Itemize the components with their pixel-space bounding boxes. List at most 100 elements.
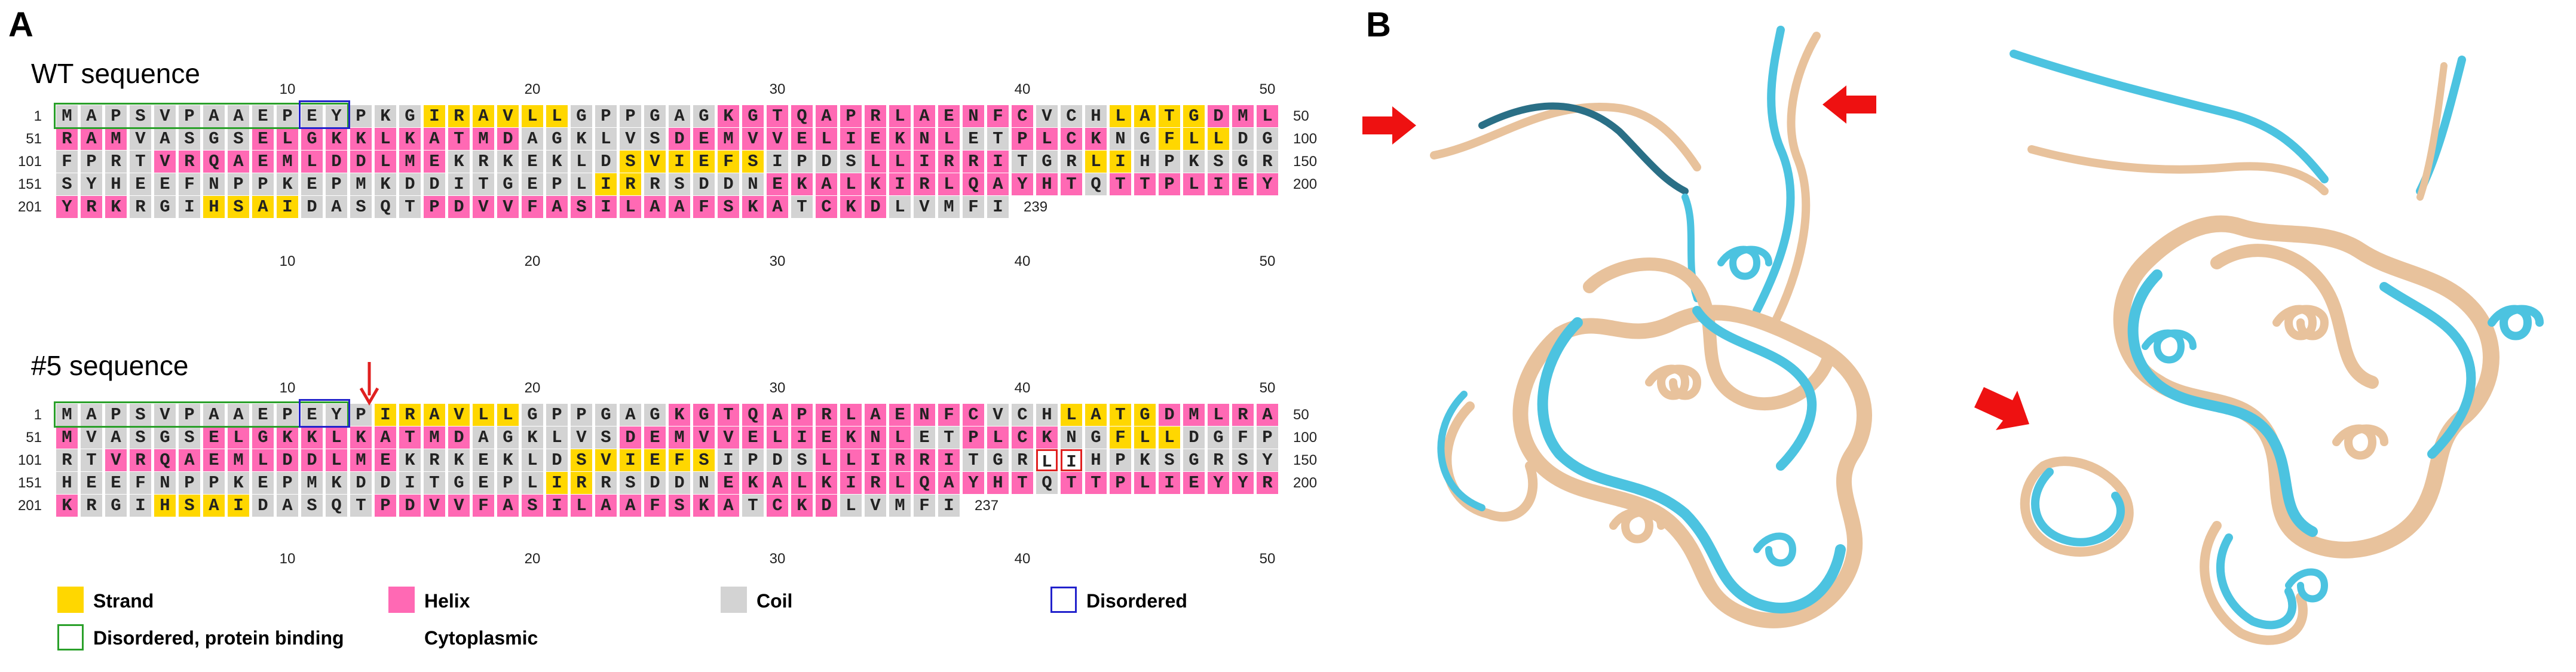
residue: V <box>693 426 715 449</box>
residue: L <box>546 105 568 127</box>
residue: K <box>277 173 298 195</box>
residue: S <box>350 196 372 218</box>
residue: I <box>938 495 960 517</box>
residue: T <box>1012 151 1033 173</box>
structure-overlay-left <box>1362 26 1876 628</box>
residue: A <box>473 426 494 449</box>
residue: P <box>179 105 200 127</box>
residue: P <box>228 173 249 195</box>
residue: R <box>1208 449 1229 471</box>
residue: E <box>889 404 911 426</box>
residue: E <box>473 449 494 471</box>
wt-disordered-pb-box <box>54 103 349 129</box>
residue: K <box>105 196 127 218</box>
residue: E <box>203 426 225 449</box>
mut-sequence-title: #5 sequence <box>31 350 189 381</box>
residue: R <box>938 151 960 173</box>
residue: E <box>252 105 274 127</box>
residue: S <box>669 495 690 517</box>
residue: S <box>228 196 249 218</box>
residue: P <box>1110 472 1131 494</box>
residue: I <box>865 449 886 471</box>
ruler-tick: 40 <box>1014 380 1031 396</box>
legend-disordered-swatch <box>1050 587 1077 613</box>
mutation-site-arrow <box>359 362 379 406</box>
residue: D <box>1159 404 1180 426</box>
residue: F <box>914 495 935 517</box>
residue: E <box>105 472 127 494</box>
residue: Q <box>326 495 347 517</box>
residue: M <box>56 426 78 449</box>
residue: T <box>1061 173 1082 195</box>
residue: R <box>179 151 200 173</box>
residue: V <box>105 449 127 471</box>
residue: D <box>399 495 421 517</box>
residue: N <box>693 472 715 494</box>
residue: C <box>1061 128 1082 150</box>
residue: I <box>448 173 470 195</box>
residue: K <box>326 472 347 494</box>
residue: L <box>277 128 298 150</box>
residue: H <box>1085 105 1107 127</box>
residue: N <box>203 173 225 195</box>
residue: G <box>693 105 715 127</box>
residue: K <box>448 449 470 471</box>
residue: G <box>522 404 543 426</box>
ruler-tick: 40 <box>1014 551 1031 567</box>
residue: F <box>473 495 494 517</box>
residue: S <box>718 196 739 218</box>
residue: L <box>1110 105 1131 127</box>
residue: D <box>326 151 347 173</box>
residue: I <box>179 196 200 218</box>
residue: G <box>252 426 274 449</box>
residue: G <box>301 128 323 150</box>
residue: M <box>1232 105 1254 127</box>
residue: Y <box>326 105 347 127</box>
residue: A <box>228 404 249 426</box>
residue: F <box>130 472 151 494</box>
residue: G <box>154 426 176 449</box>
residue: I <box>546 495 568 517</box>
residue: V <box>767 128 788 150</box>
residue: N <box>914 128 935 150</box>
legend-coil-label: Coil <box>756 590 793 612</box>
residue: L <box>301 151 323 173</box>
wt-row-start: 151 <box>17 176 42 192</box>
residue: S <box>669 173 690 195</box>
residue: V <box>742 128 764 150</box>
residue: E <box>473 472 494 494</box>
residue: T <box>1134 173 1156 195</box>
residue: P <box>277 105 298 127</box>
residue: H <box>1036 173 1058 195</box>
legend-disordered-pb-label: Disordered, protein binding <box>93 627 344 649</box>
residue: A <box>252 196 274 218</box>
residue: E <box>301 404 323 426</box>
residue: G <box>571 105 592 127</box>
residue: D <box>669 128 690 150</box>
residue: L <box>1134 426 1156 449</box>
residue: K <box>399 449 421 471</box>
residue: K <box>301 426 323 449</box>
residue: G <box>644 404 666 426</box>
residue: T <box>1061 472 1082 494</box>
residue: S <box>522 495 543 517</box>
residue: N <box>1061 426 1082 449</box>
ruler-tick: 10 <box>279 380 296 396</box>
residue: P <box>546 173 568 195</box>
residue: D <box>277 449 298 471</box>
residue: I <box>791 426 813 449</box>
residue: L <box>938 128 960 150</box>
residue: R <box>81 495 102 517</box>
residue: L <box>889 196 911 218</box>
residue: S <box>1232 449 1254 471</box>
residue: M <box>473 128 494 150</box>
residue: K <box>816 472 837 494</box>
residue: P <box>791 151 813 173</box>
residue: E <box>81 472 102 494</box>
residue: I <box>914 151 935 173</box>
residue: Y <box>81 173 102 195</box>
residue: R <box>473 151 494 173</box>
residue: K <box>693 495 715 517</box>
